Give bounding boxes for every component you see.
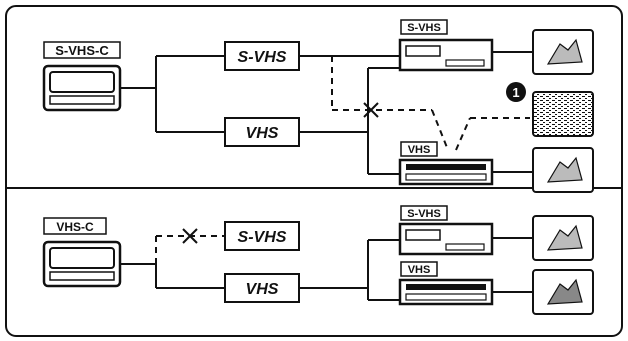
vhs-format-box: VHS (224, 117, 300, 147)
vhs-vcr-icon: VHS (398, 141, 494, 186)
svhs-vcr-icon: S-VHS (398, 19, 494, 72)
vhs-format-label: VHS (246, 125, 279, 142)
panel-vhs-c: VHS-C S-VHS VHS S-VHS (42, 205, 594, 315)
svhs-format-label: S-VHS (238, 229, 287, 246)
svhs-format-box: S-VHS (224, 221, 300, 251)
svhs-vcr-icon: S-VHS (398, 205, 494, 256)
svhs-c-tape-logo: S-VHS-C (43, 41, 121, 59)
vhs-vcr-icon: VHS (398, 261, 494, 306)
dashed-line (455, 117, 471, 151)
incompatible-cross-icon (363, 102, 379, 118)
cassette-icon (42, 240, 122, 288)
vhs-format-label: VHS (246, 281, 279, 298)
tv-picture-icon (532, 147, 594, 193)
tv-noise-picture-icon (532, 91, 594, 137)
outer-frame (5, 5, 623, 337)
panel-svhs-c: S-VHS-C S-VHS VHS (42, 19, 594, 193)
incompatible-cross-icon (182, 228, 198, 244)
tape-logo-text: S-VHS-C (55, 43, 109, 58)
upper-deck-logo: S-VHS (407, 22, 441, 34)
note-marker: 1 (506, 82, 526, 102)
tape-logo-text: VHS-C (56, 220, 94, 234)
tv-picture-icon (532, 29, 594, 75)
lower-deck-logo: VHS (408, 144, 431, 156)
vhs-c-tape-logo: VHS-C (43, 217, 107, 235)
upper-deck-logo: S-VHS (407, 208, 441, 220)
cassette-icon (42, 64, 122, 112)
svhs-format-label: S-VHS (238, 49, 287, 66)
tv-picture-icon (532, 269, 594, 315)
svhs-format-box: S-VHS (224, 41, 300, 71)
note-marker-text: 1 (512, 85, 519, 100)
vhs-format-box: VHS (224, 273, 300, 303)
lower-deck-logo: VHS (408, 264, 431, 276)
dashed-line (431, 109, 449, 151)
tv-picture-icon (532, 215, 594, 261)
